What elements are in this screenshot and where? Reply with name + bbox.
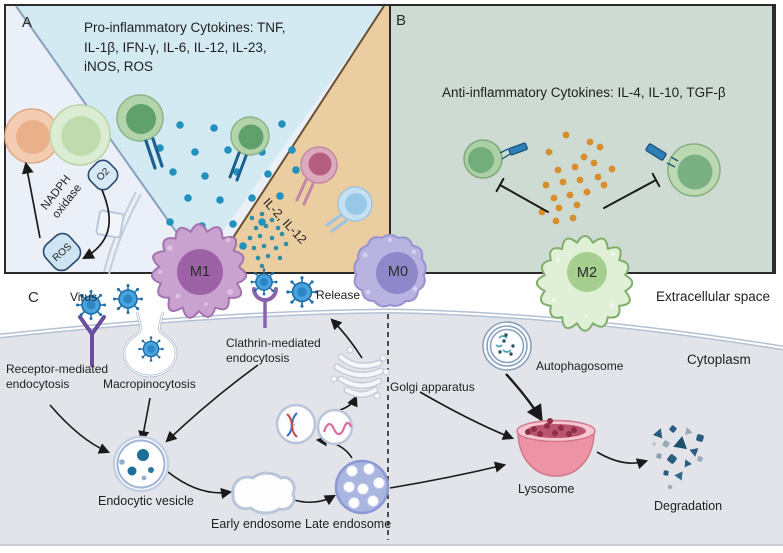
virus-label: Virus	[70, 290, 98, 304]
lymphocyte-b-right	[645, 143, 721, 197]
lymphocyte-green-2	[228, 116, 270, 182]
inhibition-lines	[495, 172, 661, 213]
receptor-icon	[295, 178, 315, 206]
clathrin-receptor	[249, 267, 279, 328]
lymphocyte-pink	[295, 146, 338, 206]
pro-inflammatory-triangle	[16, 6, 385, 264]
early-endosome	[231, 471, 296, 515]
golgi-label: Golgi apparatus	[390, 380, 475, 394]
macropinocytosis-label: Macropinocytosis	[103, 377, 196, 391]
receptor-icon	[144, 137, 164, 170]
m2-label: M2	[576, 265, 598, 281]
lysosome	[516, 418, 596, 477]
golgi-apparatus	[330, 346, 390, 400]
receptor-icon	[645, 143, 679, 168]
macrophage-m2	[535, 235, 634, 332]
pathway-arrows	[49, 318, 649, 506]
lymphocyte-blue	[325, 186, 373, 233]
lysosome-label: Lysosome	[518, 482, 575, 496]
early-endosome-label: Early endosome	[211, 517, 302, 531]
lymphocyte-green-1	[116, 94, 164, 170]
autophagosome	[482, 321, 532, 371]
panel-c-letter: C	[28, 289, 39, 306]
anti-inflammatory-dots	[538, 131, 616, 225]
degradation-label: Degradation	[654, 499, 723, 513]
panel-a-title: Pro-inflammatory Cytokines: TNF, IL-1β, …	[84, 20, 286, 75]
receptor-mediated-label: Receptor-mediated endocytosis	[6, 362, 109, 391]
endocytic-vesicle-label: Endocytic vesicle	[98, 494, 194, 508]
macrophage-m0	[353, 233, 427, 308]
nadph-oxidase-assembly	[21, 159, 142, 275]
virus-in-pouch	[137, 335, 165, 363]
cell-membrane	[0, 308, 783, 351]
il2-il12-dots	[247, 211, 289, 269]
m1-label: M1	[189, 264, 211, 280]
release-label: Release	[316, 288, 361, 302]
rna-vesicles	[275, 403, 354, 446]
virus-above-pouch	[112, 283, 144, 315]
late-endosome-label: Late endosome	[305, 517, 392, 531]
receptor-icon	[228, 151, 248, 182]
receptor-icon	[499, 142, 528, 160]
o2-node	[87, 159, 119, 191]
receptor-mediated-entry	[75, 289, 107, 367]
lymphocyte-b-left	[463, 139, 528, 179]
released-virus	[285, 275, 319, 309]
m0-label: M0	[387, 264, 409, 280]
cytoplasm-label: Cytoplasm	[687, 352, 751, 367]
macrophage-m1	[151, 223, 247, 319]
panel-a	[4, 4, 391, 275]
degradation-fragments	[651, 425, 704, 490]
oxidase-channel	[95, 209, 125, 239]
late-endosome	[334, 459, 390, 515]
ros-node	[42, 232, 82, 272]
panel-b-title: Anti-inflammatory Cytokines: IL-4, IL-10…	[442, 85, 726, 100]
panel-b-letter: B	[396, 12, 407, 29]
clathrin-mediated-label: Clathrin-mediated endocytosis	[226, 336, 321, 365]
receptor-icon	[325, 213, 348, 233]
target-cell-orange	[4, 108, 60, 164]
extracellular-space-label: Extracellular space	[655, 289, 770, 304]
endocytic-vesicle	[112, 435, 170, 493]
panel-a-letter: A	[22, 14, 33, 31]
autophagosome-label: Autophagosome	[536, 359, 624, 373]
target-cell-green	[49, 104, 111, 166]
cytoplasm-region	[0, 311, 783, 545]
panel-b	[389, 4, 776, 274]
